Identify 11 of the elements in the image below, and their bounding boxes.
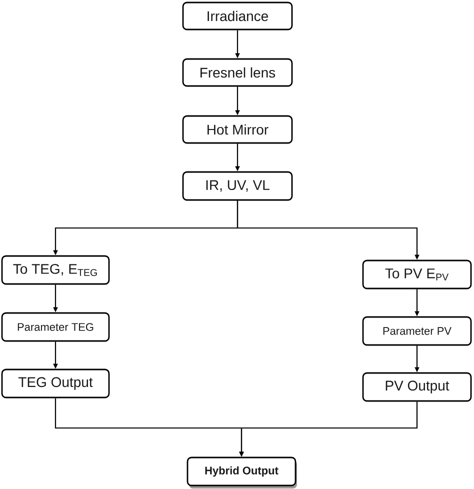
process-box: IR, UV, VL [182, 171, 293, 201]
process-box: Irradiance [182, 2, 293, 30]
process-box: To TEG, E$_{TEG}$ [1, 255, 110, 285]
process-box: Fresnel lens [182, 58, 293, 87]
process-box: TEG Output [1, 368, 110, 398]
process-box: Parameter TEG [1, 312, 110, 342]
process-box: Parameter PV [362, 316, 472, 346]
process-box: Hybrid Output [186, 456, 297, 488]
process-box: To PV E$_{PV}$ [362, 260, 472, 290]
process-box: PV Output [362, 372, 472, 402]
process-box: Hot Mirror [182, 115, 293, 144]
